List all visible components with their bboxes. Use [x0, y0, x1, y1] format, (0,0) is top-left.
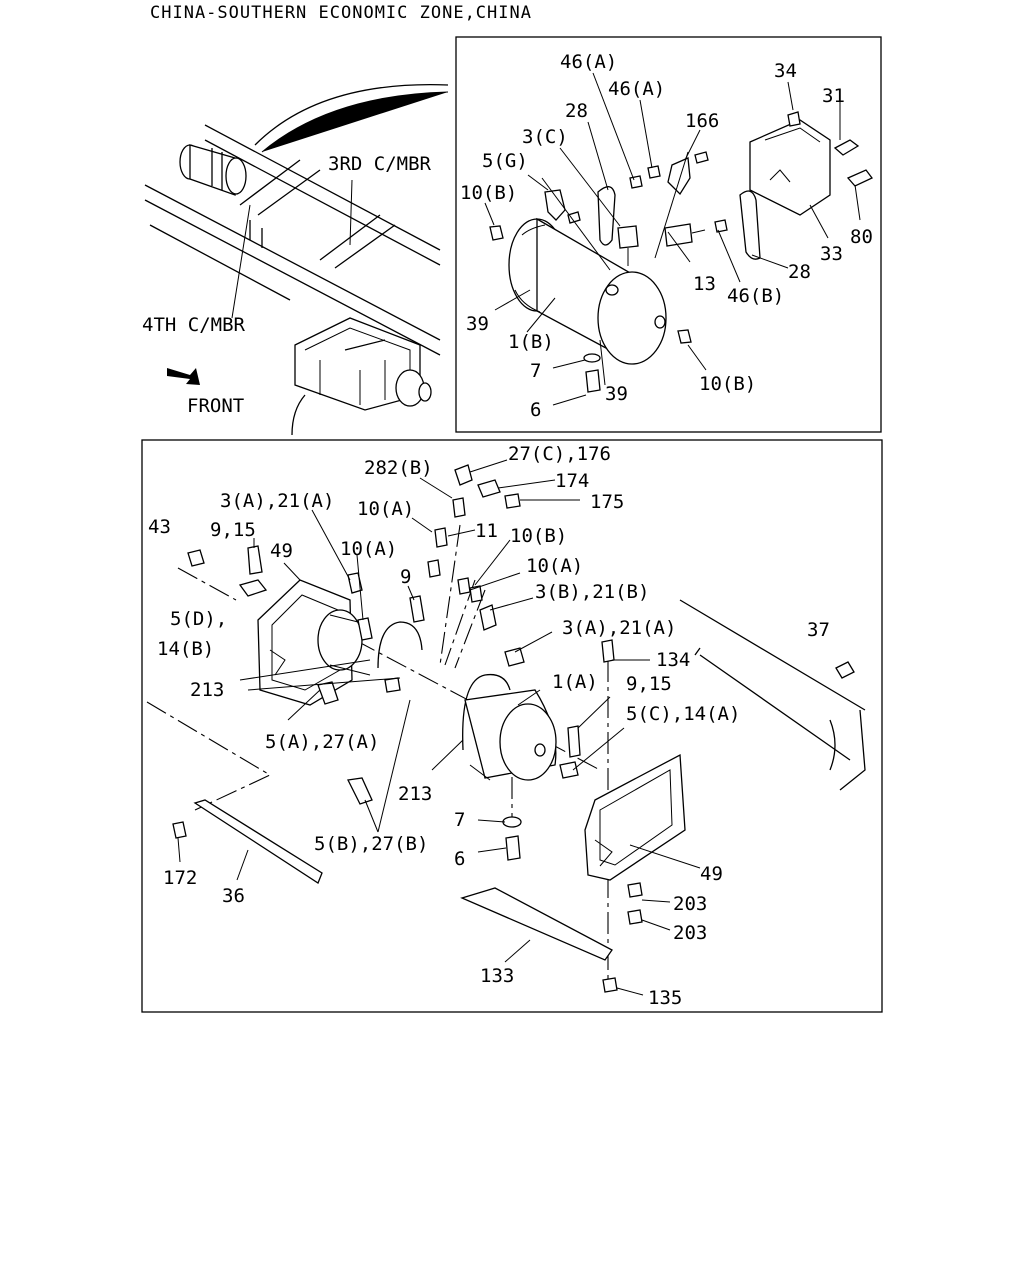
callout-3a-21a-left: 3(A),21(A)	[220, 490, 334, 512]
callout-203-lower: 203	[673, 922, 707, 944]
label-3rd-cmbr: 3RD C/MBR	[328, 153, 432, 175]
callout-1b: 1(B)	[508, 331, 554, 353]
frame-overview	[144, 83, 449, 436]
callout-7-top: 7	[530, 360, 541, 382]
callout-46a-1: 46(A)	[560, 51, 617, 73]
callout-5a-27a: 5(A),27(A)	[265, 731, 379, 753]
callout-46a-2: 46(A)	[608, 78, 665, 100]
callout-10a-top: 10(A)	[357, 498, 414, 520]
callout-10b-top: 10(B)	[460, 182, 517, 204]
callout-172: 172	[163, 867, 197, 889]
detail-bottom-drawing	[146, 459, 866, 996]
detail-top-box	[455, 36, 882, 433]
callout-46b: 46(B)	[727, 285, 784, 307]
callout-10a-right: 10(A)	[526, 555, 583, 577]
callout-49-right: 49	[700, 863, 723, 885]
callout-3a-21a-right: 3(A),21(A)	[562, 617, 676, 639]
callout-3b-21b: 3(B),21(B)	[535, 581, 649, 603]
callout-27c-176: 27(C),176	[508, 443, 611, 465]
callout-213-left: 213	[190, 679, 224, 701]
callout-174: 174	[555, 470, 589, 492]
callout-9-15-right: 9,15	[626, 673, 672, 695]
callout-282b: 282(B)	[364, 457, 433, 479]
callout-133: 133	[480, 965, 514, 987]
callout-43: 43	[148, 516, 171, 538]
callout-135: 135	[648, 987, 682, 1009]
callout-9: 9	[400, 566, 411, 588]
callout-5b-27b: 5(B),27(B)	[314, 833, 428, 855]
callout-36: 36	[222, 885, 245, 907]
callout-5d: 5(D),	[170, 608, 227, 630]
page-title: CHINA-SOUTHERN ECONOMIC ZONE,CHINA	[150, 3, 532, 23]
callout-14b: 14(B)	[157, 638, 214, 660]
callout-11: 11	[475, 520, 498, 542]
callout-5g: 5(G)	[482, 150, 528, 172]
callout-39-right: 39	[605, 383, 628, 405]
callout-33: 33	[820, 243, 843, 265]
callout-6: 6	[454, 848, 465, 870]
callout-175: 175	[590, 491, 624, 513]
label-4th-cmbr: 4TH C/MBR	[142, 314, 246, 336]
callout-28-top: 28	[565, 100, 588, 122]
callout-134: 134	[656, 649, 690, 671]
detail-top-drawing	[484, 72, 873, 406]
callout-10a-mid: 10(A)	[340, 538, 397, 560]
callout-31: 31	[822, 85, 845, 107]
callout-13: 13	[693, 273, 716, 295]
callout-5c-14a: 5(C),14(A)	[626, 703, 740, 725]
callout-10b-right: 10(B)	[699, 373, 756, 395]
callout-166: 166	[685, 110, 719, 132]
detail-bottom-box	[141, 439, 883, 1013]
callout-9-15-left: 9,15	[210, 519, 256, 541]
callout-3c: 3(C)	[522, 126, 568, 148]
callout-10b: 10(B)	[510, 525, 567, 547]
callout-203-upper: 203	[673, 893, 707, 915]
callout-39-left: 39	[466, 313, 489, 335]
label-front: FRONT	[187, 395, 244, 417]
callout-80: 80	[850, 226, 873, 248]
callout-49-left: 49	[270, 540, 293, 562]
callout-34: 34	[774, 60, 797, 82]
callout-213-mid: 213	[398, 783, 432, 805]
callout-7: 7	[454, 809, 465, 831]
callout-6-top: 6	[530, 399, 541, 421]
callout-28-bottom: 28	[788, 261, 811, 283]
callout-1a: 1(A)	[552, 671, 598, 693]
callout-37: 37	[807, 619, 830, 641]
